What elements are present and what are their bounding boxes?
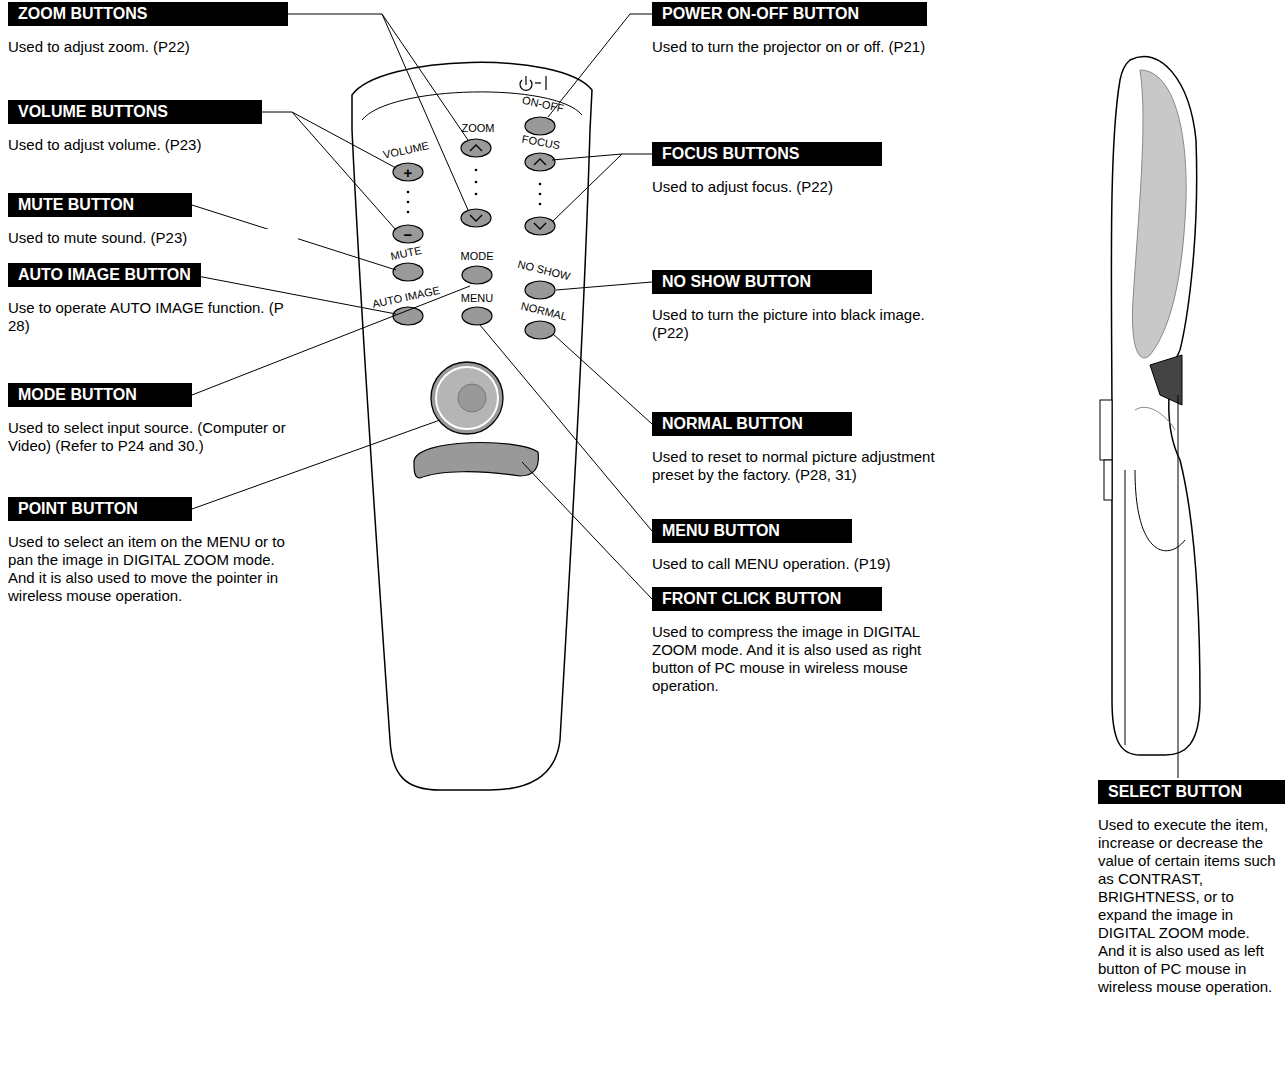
callout-description: Used to adjust volume. (P23): [8, 136, 298, 154]
remote-body: [352, 62, 592, 790]
button-label: +: [404, 165, 413, 180]
callout-description: Used to adjust zoom. (P22): [8, 38, 298, 56]
zoom-callout: ZOOM BUTTONS Used to adjust zoom. (P22): [8, 2, 298, 56]
callout-heading: VOLUME BUTTONS: [8, 100, 262, 124]
button-label: ZOOM: [462, 122, 495, 134]
callout-heading: NO SHOW BUTTON: [652, 270, 872, 294]
volume-callout: VOLUME BUTTONS Used to adjust volume. (P2…: [8, 100, 298, 154]
button-label: MODE: [461, 250, 494, 262]
callout-heading: FOCUS BUTTONS: [652, 142, 882, 166]
callout-heading: AUTO IMAGE BUTTON: [8, 263, 201, 287]
callout-description: Used to mute sound. (P23): [8, 229, 298, 247]
leader-lines: [192, 14, 1178, 778]
callout-description: Used to call MENU operation. (P19): [652, 555, 937, 573]
button-label: −: [404, 227, 413, 242]
normal-callout: NORMAL BUTTON Used to reset to normal pic…: [652, 412, 937, 484]
callout-description: Used to select an item on the MENU or to…: [8, 533, 303, 605]
callout-description: Used to adjust focus. (P22): [652, 178, 937, 196]
menu-callout: MENU BUTTON Used to call MENU operation. …: [652, 519, 937, 573]
callout-heading: FRONT CLICK BUTTON: [652, 587, 882, 611]
power-symbol: [520, 76, 546, 90]
callout-description: Used to reset to normal picture adjustme…: [652, 448, 937, 484]
callout-heading: SELECT BUTTON: [1098, 780, 1285, 804]
callout-description: Used to turn the picture into black imag…: [652, 306, 937, 342]
point-button-center: [458, 384, 486, 412]
point-button: [431, 362, 503, 434]
front-click-callout: FRONT CLICK BUTTON Used to compress the i…: [652, 587, 937, 695]
focus-callout: FOCUS BUTTONS Used to adjust focus. (P22): [652, 142, 937, 196]
callout-heading: ZOOM BUTTONS: [8, 2, 288, 26]
callout-description: Used to turn the projector on or off. (P…: [652, 38, 937, 56]
callout-description: Used to execute the item, increase or de…: [1098, 816, 1279, 996]
power-callout: POWER ON-OFF BUTTON Used to turn the proj…: [652, 2, 937, 56]
callout-heading: NORMAL BUTTON: [652, 412, 852, 436]
callout-heading: MUTE BUTTON: [8, 193, 192, 217]
callout-heading: MENU BUTTON: [652, 519, 852, 543]
mode-callout: MODE BUTTON Used to select input source. …: [8, 383, 298, 455]
point-callout: POINT BUTTON Used to select an item on th…: [8, 497, 303, 605]
point-button-ring: [436, 367, 498, 429]
callout-heading: POWER ON-OFF BUTTON: [652, 2, 927, 26]
callout-description: Use to operate AUTO IMAGE function. (P 2…: [8, 299, 293, 335]
dots: [407, 169, 542, 214]
remote-side-view: [1100, 57, 1200, 755]
auto-image-callout: AUTO IMAGE BUTTON Use to operate AUTO IMA…: [8, 263, 293, 335]
chevrons: [470, 145, 546, 229]
no-show-callout: NO SHOW BUTTON Used to turn the picture i…: [652, 270, 937, 342]
callout-description: Used to compress the image in DIGITAL ZO…: [652, 623, 937, 695]
callout-heading: POINT BUTTON: [8, 497, 192, 521]
button-label: MENU: [461, 292, 493, 304]
mute-callout: MUTE BUTTON Used to mute sound. (P23): [8, 193, 298, 247]
front-click-button: [414, 443, 538, 478]
callout-heading: MODE BUTTON: [8, 383, 192, 407]
callout-description: Used to select input source. (Computer o…: [8, 419, 298, 455]
select-callout: SELECT BUTTON Used to execute the item, i…: [1098, 780, 1285, 996]
